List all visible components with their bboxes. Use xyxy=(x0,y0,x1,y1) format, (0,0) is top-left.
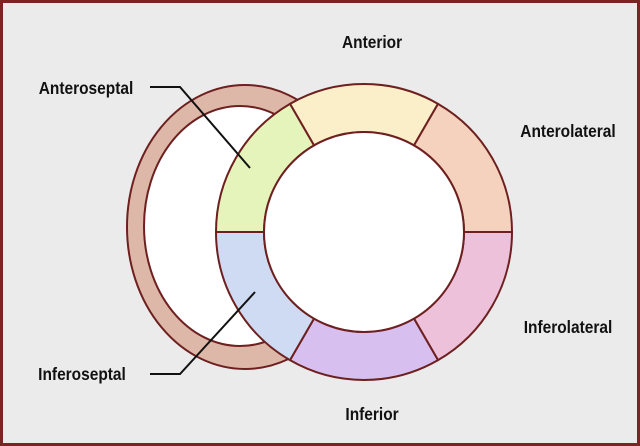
left-ventricle-cavity xyxy=(263,131,465,333)
anteroseptal-leader-line xyxy=(150,86,251,169)
label-inferoseptal: Inferoseptal xyxy=(38,364,126,384)
label-inferolateral: Inferolateral xyxy=(524,317,612,337)
label-anteroseptal: Anteroseptal xyxy=(39,78,134,98)
label-anterolateral: Anterolateral xyxy=(520,121,615,141)
inferoseptal-leader-line xyxy=(150,291,256,375)
left-ventricle-segments xyxy=(215,83,513,381)
label-anterior: Anterior xyxy=(342,32,403,52)
label-inferior: Inferior xyxy=(345,404,399,424)
